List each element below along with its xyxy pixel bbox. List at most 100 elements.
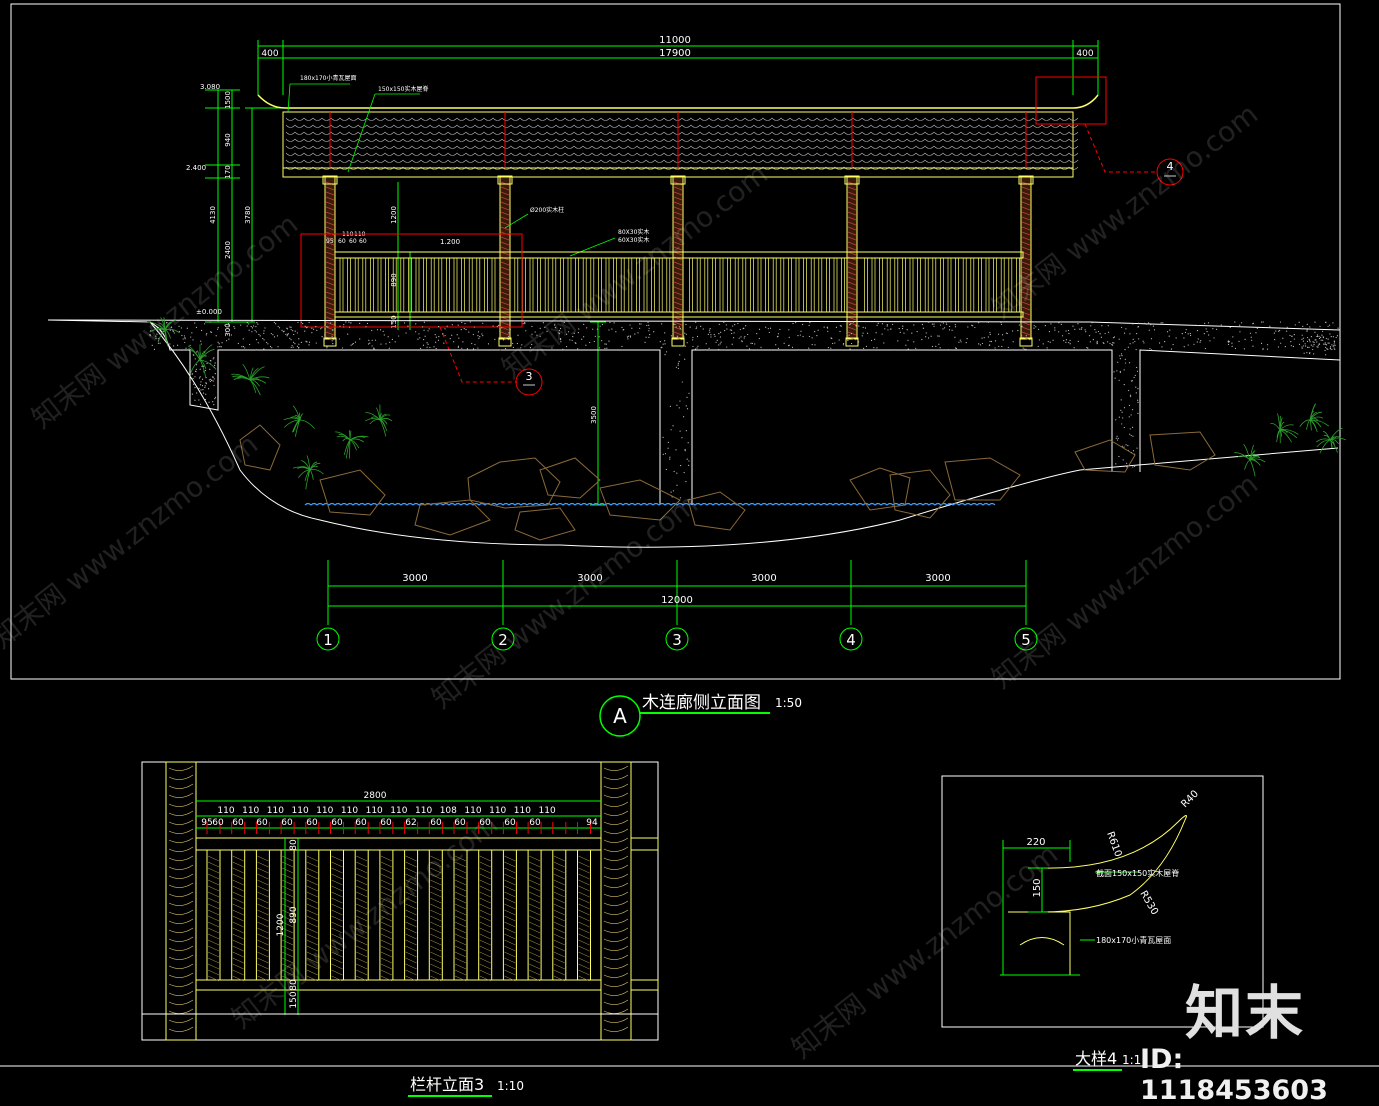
spacing-top-label: 110 [390, 806, 407, 816]
gravel-hatch [149, 321, 1339, 503]
level-3080: 3.080 [200, 83, 220, 91]
railing-h-80-top: 80 [289, 839, 299, 851]
detail-title: 大样4 [1075, 1049, 1117, 1068]
roof-leaders [287, 83, 420, 173]
baluster [404, 849, 419, 982]
railing-red-ticks [206, 822, 591, 834]
column-5 [1018, 175, 1034, 347]
spacing-top-label: 110 [316, 806, 333, 816]
bay-dim-1: 3000 [402, 573, 427, 584]
axis-1: 1 [323, 631, 333, 649]
bay-dim-2: 3000 [577, 573, 602, 584]
axis-2: 2 [498, 631, 508, 649]
railing-h-80-bottom: 80 [289, 979, 299, 991]
level-2400: 2.400 [186, 164, 206, 172]
vdim-1500: 1500 [224, 91, 232, 109]
baluster [206, 849, 221, 982]
total-span-dim: 12000 [661, 595, 693, 606]
detail-scale: 1:1 [1122, 1053, 1141, 1067]
callout-number-3: 3 [526, 370, 533, 383]
detail-r40: R40 [1179, 788, 1201, 810]
bay-dim-4: 3000 [925, 573, 950, 584]
callout-box-rail[interactable] [300, 233, 523, 328]
detail-note-ridge: 截面150x150实木屋脊 [1096, 868, 1179, 878]
balusters [206, 849, 591, 982]
baluster [502, 849, 517, 982]
baluster [428, 849, 443, 982]
railing-dim-lines [196, 800, 601, 1015]
level-0000: ±0.000 [196, 308, 222, 316]
callout-circle-4[interactable] [1156, 158, 1184, 186]
svg-text:60: 60 [349, 238, 357, 245]
spacing-bottom-label: 94 [586, 818, 598, 828]
dim-11000: 11000 [659, 35, 691, 46]
vdim-3500: 3500 [590, 406, 598, 424]
spacing-top-label: 108 [440, 806, 457, 816]
vdim-2400: 2400 [224, 241, 232, 259]
title-marker-a: A [613, 704, 627, 728]
elevation-railing [334, 251, 1024, 318]
spacing-bottom-label: 60 [306, 818, 318, 828]
dim-400-left: 400 [261, 49, 278, 59]
overall-dimension-lines [257, 40, 1099, 95]
detail-frame [941, 775, 1264, 1028]
callout-circle-3[interactable] [515, 368, 543, 396]
ground-section [47, 319, 1341, 548]
railing-title: 栏杆立面3 [410, 1075, 484, 1094]
baluster [379, 849, 394, 982]
vdim-1200: 1200 [390, 206, 398, 224]
axis-4: 4 [846, 631, 856, 649]
spacing-bottom-label: 60 [256, 818, 268, 828]
roof-eave-curve [257, 94, 1099, 109]
spacing-top-label: 110 [267, 806, 284, 816]
railing-h-1200: 1200 [276, 913, 286, 936]
baluster [354, 849, 369, 982]
brand-logo: 知末 [1185, 979, 1306, 1047]
vdim-940: 940 [224, 133, 232, 146]
column-3 [670, 175, 686, 347]
railing-frame [141, 761, 659, 1041]
title-marker-circle [599, 695, 641, 737]
baluster [478, 849, 493, 982]
spacing-top-label: 110 [464, 806, 481, 816]
baluster [453, 849, 468, 982]
baluster [231, 849, 246, 982]
spacing-top-label: 110 [539, 806, 556, 816]
callout-number-4: 4 [1167, 160, 1174, 173]
railing-h-150: 150 [289, 991, 299, 1008]
callout-box-eave[interactable] [1035, 76, 1107, 125]
rocks [239, 424, 1216, 541]
detail-r530: R530 [1137, 889, 1160, 917]
brand-id: ID: 1118453603 [1140, 1044, 1328, 1106]
spacing-bottom-label: 95 [201, 818, 212, 828]
beam-leaders [504, 213, 616, 257]
railing-scale: 1:10 [497, 1079, 524, 1093]
spacing-top-label: 110 [415, 806, 432, 816]
elevation-frame [10, 3, 1341, 680]
spacing-top-label: 110 [292, 806, 309, 816]
axis-dimension-lines [327, 560, 1027, 625]
vdim-890: 890 [390, 273, 398, 286]
spacing-bottom-label: 60 [281, 818, 293, 828]
callout-leader-rail [439, 326, 517, 383]
spacing-bottom-label: 60 [212, 818, 224, 828]
detail-dim-150: 150 [1032, 878, 1043, 897]
vertical-dimension-lines [205, 89, 606, 506]
detail-r610: R610 [1104, 830, 1123, 858]
spacing-top-label: 110 [366, 806, 383, 816]
column-1 [322, 175, 338, 347]
baluster [280, 849, 295, 982]
post-wood-grain [168, 765, 629, 1032]
bay-dim-3: 3000 [751, 573, 776, 584]
svg-text:60: 60 [338, 238, 346, 245]
note-roof-tile: 180x170小青瓦屋面 [300, 74, 356, 82]
svg-text:60: 60 [359, 238, 367, 245]
spacing-bottom-label: 60 [331, 818, 343, 828]
spacing-top-label: 110 [514, 806, 531, 816]
dim-17900: 17900 [659, 48, 691, 59]
axis-3: 3 [672, 631, 682, 649]
detail-note-tile: 180x170小青瓦屋面 [1096, 935, 1171, 945]
